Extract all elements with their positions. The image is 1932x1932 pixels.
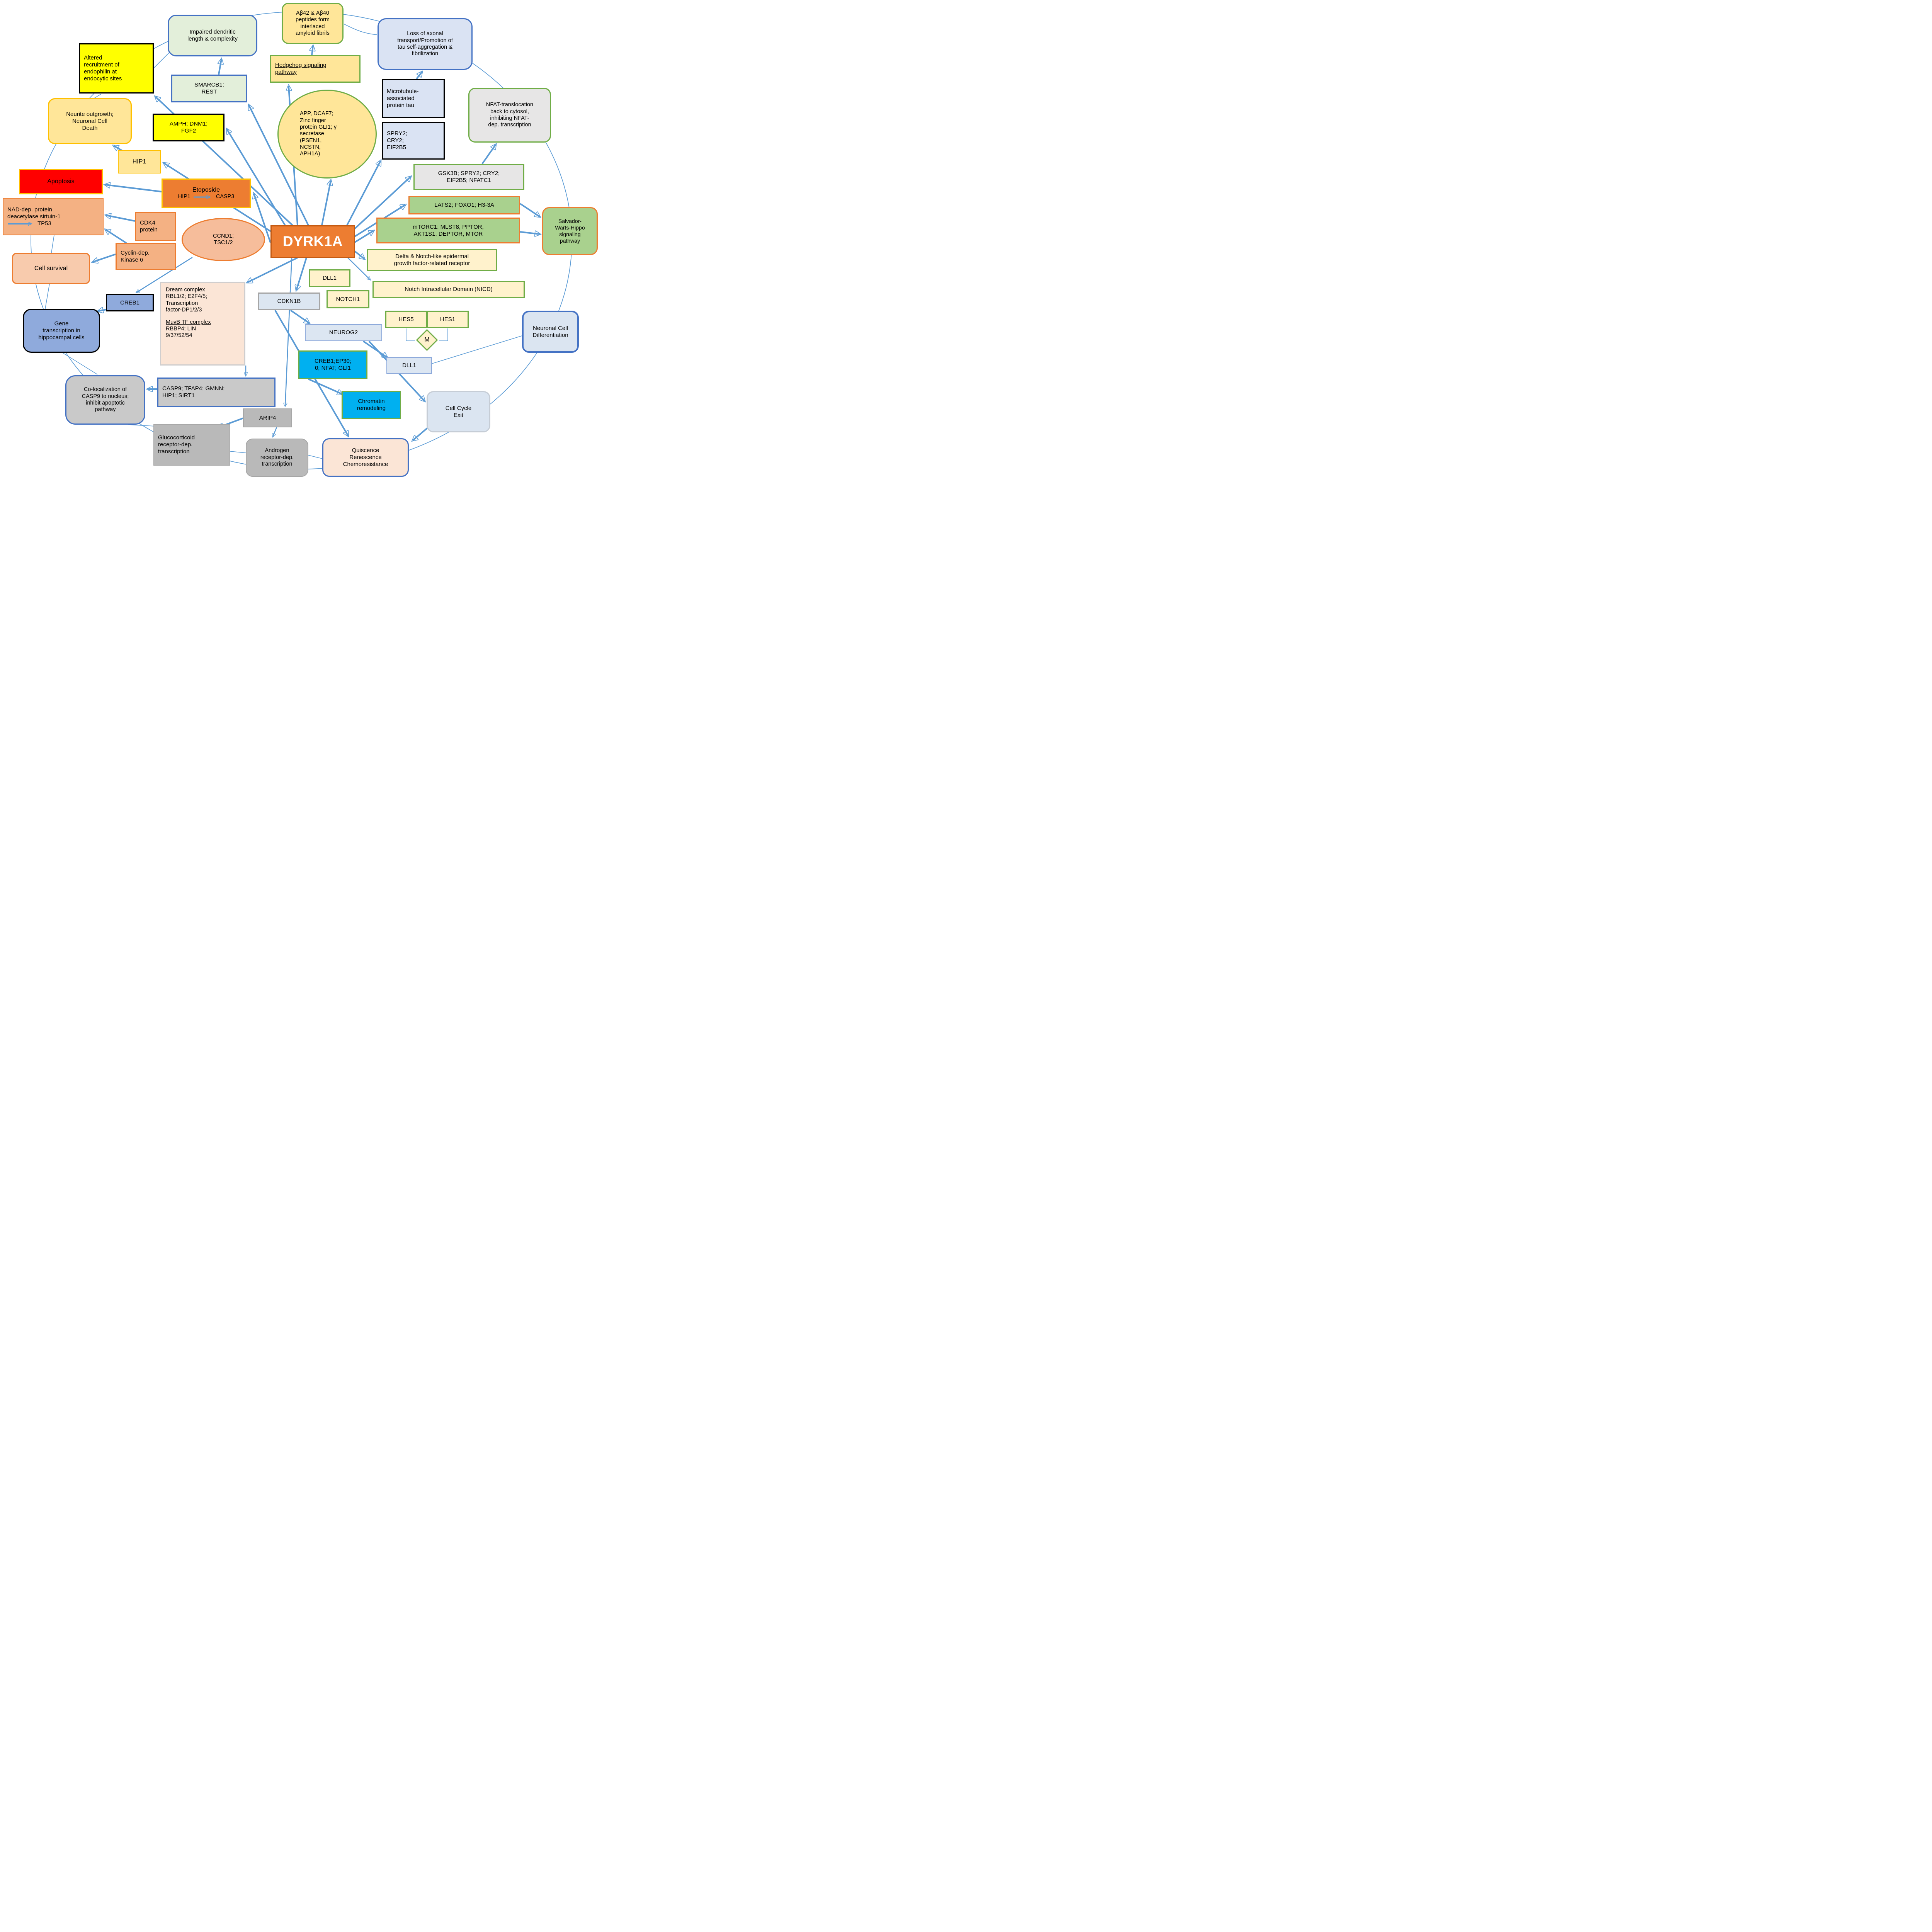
- node-hes5: HES5: [385, 311, 427, 328]
- m-diamond-label: M: [424, 337, 430, 343]
- etoposide-title: Etoposide: [192, 187, 220, 194]
- node-casp9-colocalization: Co-localization of CASP9 to nucleus; inh…: [65, 375, 145, 425]
- node-dll1-upper: DLL1: [309, 269, 350, 287]
- node-lats2-foxo1: LATS2; FOXO1; H3-3A: [408, 196, 520, 214]
- node-altered-recruitment: Altered recruitment of endophilin at end…: [79, 43, 154, 94]
- node-glucocorticoid-transcription: Glucocorticoid receptor-dep. transcripti…: [153, 424, 230, 466]
- node-spry2-cry2-eif2b5: SPRY2; CRY2; EIF2B5: [382, 122, 445, 160]
- node-nicd: Notch Intracellular Domain (NICD): [372, 281, 525, 298]
- node-salvador-warts-hippo: Salvador- Warts-Hippo signaling pathway: [542, 207, 598, 255]
- pathway-diagram: Impaired dendritic length & complexity A…: [0, 0, 598, 477]
- node-arip4: ARIP4: [243, 408, 292, 427]
- node-hes1: HES1: [427, 311, 469, 328]
- node-creb1: CREB1: [106, 294, 154, 311]
- node-androgen-transcription: Androgen receptor-dep. transcription: [246, 439, 308, 477]
- node-creb1-ep300-nfat-gli1: CREB1;EP30; 0; NFAT; GLI1: [298, 350, 367, 379]
- node-gsk3b-complex: GSK3B; SPRY2; CRY2; EIF2B5; NFATC1: [413, 164, 524, 190]
- node-etoposide: Etoposide HIP1 CASP3: [162, 179, 251, 208]
- node-app-dcaf7-circle: APP, DCAF7; Zinc finger protein GLI1; γ …: [277, 90, 377, 179]
- node-delta-notch-receptor: Delta & Notch-like epidermal growth fact…: [367, 249, 497, 271]
- node-cell-survival: Cell survival: [12, 253, 90, 284]
- node-cell-cycle-exit: Cell Cycle Exit: [427, 391, 490, 432]
- sirtuin-tp53-reaction: TP53: [7, 220, 51, 227]
- node-casp9-tfap4-complex: CASP9; TFAP4; GMNN; HIP1; SIRT1: [157, 378, 276, 407]
- node-neurog2: NEUROG2: [305, 324, 382, 341]
- node-hedgehog-pathway: Hedgehog signaling pathway: [270, 55, 361, 83]
- node-dyrk1a-hub: DYRK1A: [270, 225, 355, 258]
- node-dll1-lower: DLL1: [386, 357, 432, 374]
- node-quiscence-chemoresistance: Quiscence Renescence Chemoresistance: [322, 438, 409, 477]
- node-mtorc1-complex: mTORC1: MLST8, PPTOR, AKT1S1, DEPTOR, MT…: [376, 218, 520, 243]
- node-neuronal-differentiation: Neuronal Cell Differentiation: [522, 311, 579, 353]
- etoposide-reaction: HIP1 CASP3: [178, 194, 235, 200]
- node-nad-sirtuin1-tp53: NAD-dep. protein deacetylase sirtuin-1 T…: [3, 198, 104, 235]
- node-notch1: NOTCH1: [327, 290, 369, 308]
- node-impaired-dendritic: Impaired dendritic length & complexity: [168, 15, 257, 56]
- plain-connectors: [45, 24, 522, 459]
- node-nfat-translocation: NFAT-translocation back to cytosol, inhi…: [468, 88, 551, 143]
- node-cdkn1b: CDKN1B: [258, 293, 320, 310]
- right-arrow-icon: [193, 195, 214, 199]
- right-arrow-icon: [8, 221, 35, 226]
- node-dream-muvb-complex: Dream complex RBL1/2; E2F4/5; Transcript…: [160, 282, 245, 366]
- node-neurite-outgrowth: Neurite outgrowth; Neuronal Cell Death: [48, 98, 132, 144]
- dream-complex-title: Dream complex: [166, 287, 205, 293]
- node-hip1: HIP1: [118, 150, 161, 173]
- node-amph-dnm1-fgf2: AMPH; DNM1; FGF2: [153, 114, 224, 141]
- node-apoptosis: Apoptosis: [19, 169, 103, 194]
- node-gene-transcription: Gene transcription in hippocampal cells: [23, 309, 100, 353]
- node-cdk4: CDK4 protein: [135, 212, 176, 241]
- node-ab42-fibrils: Aβ42 & Aβ40 peptides form interlaced amy…: [282, 3, 344, 44]
- node-chromatin-remodeling: Chromatin remodeling: [342, 391, 401, 419]
- node-ccnd1-tsc12: CCND1; TSC1/2: [182, 218, 265, 261]
- muvb-complex-title: MuvB TF complex: [166, 319, 211, 325]
- node-smarcb1-rest: SMARCB1; REST: [171, 75, 247, 102]
- node-loss-axonal-transport: Loss of axonal transport/Promotion of ta…: [378, 18, 473, 70]
- node-microtubule-tau: Microtubule- associated protein tau: [382, 79, 445, 118]
- node-cyclin-dep-kinase6: Cyclin-dep. Kinase 6: [116, 243, 176, 270]
